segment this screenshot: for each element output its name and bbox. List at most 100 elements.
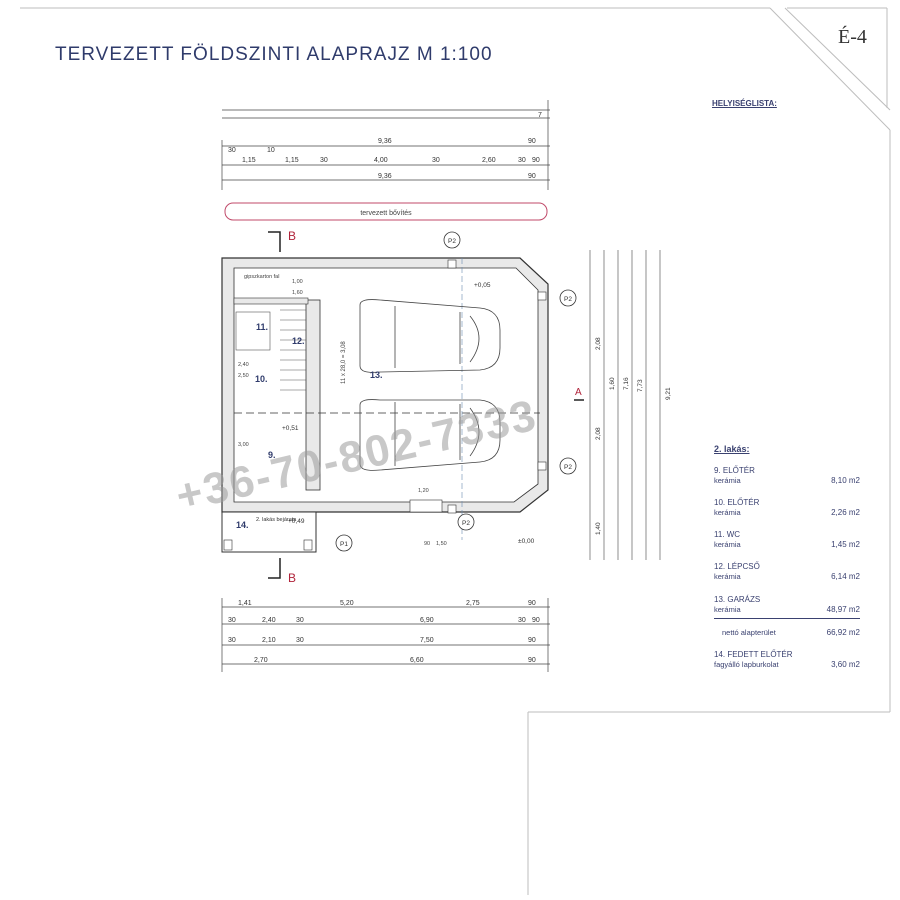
net-area-row: nettó alapterület 66,92 m2 xyxy=(722,628,860,637)
dim-30-d: 30 xyxy=(518,157,526,164)
dim-bottom: 1,41 xyxy=(238,600,252,607)
dim-bottom: 6,90 xyxy=(420,617,434,624)
misc-label: 3,00 xyxy=(238,442,249,448)
misc-label: 1,60 xyxy=(292,290,303,296)
misc-label: 1,20 xyxy=(418,488,429,494)
sheet-number: É-4 xyxy=(838,26,867,48)
room-entry: 11. WC kerámia 1,45 m2 xyxy=(714,530,860,550)
room-number-13: 13. xyxy=(370,370,383,380)
room-number-10: 10. xyxy=(255,374,268,384)
room-area: 2,26 m2 xyxy=(831,508,860,517)
room-floor: kerámia xyxy=(714,540,741,549)
room-numbers: 9. 10. 11. 12. 13. 14. xyxy=(236,322,383,530)
room-entry: 13. GARÁZS kerámia 48,97 m2 xyxy=(714,595,860,615)
sum-divider xyxy=(714,618,860,619)
section-label-top: B xyxy=(288,229,296,243)
dim-9-36-a: 9,36 xyxy=(378,138,392,145)
dim-bottom: 30 xyxy=(228,617,236,624)
room-list-title: HELYISÉGLISTA: xyxy=(712,99,777,108)
extension-bar: tervezett bővítés xyxy=(224,202,548,221)
level-zero: ±0,00 xyxy=(518,538,535,545)
car-outlines xyxy=(359,299,501,471)
side-marker: A xyxy=(575,387,582,398)
room-name: 13. GARÁZS xyxy=(714,595,761,604)
room-floor: kerámia xyxy=(714,508,741,517)
room-area: 8,10 m2 xyxy=(831,476,860,485)
misc-label: 1,00 xyxy=(292,279,303,285)
dim-30-c: 30 xyxy=(432,157,440,164)
dim-1-15-b: 1,15 xyxy=(285,157,299,164)
sheet-border xyxy=(20,7,891,895)
room-area: 48,97 m2 xyxy=(826,605,860,614)
dim-bottom: 5,20 xyxy=(340,600,354,607)
dim-bottom: 2,10 xyxy=(262,637,276,644)
dim-bottom: 6,60 xyxy=(410,657,424,664)
room-entry: 9. ELŐTÉR kerámia 8,10 m2 xyxy=(714,466,860,486)
room-area: 1,45 m2 xyxy=(831,540,860,549)
dim-bottom: 30 xyxy=(518,617,526,624)
post-label: P2 xyxy=(564,464,572,471)
room-floor: kerámia xyxy=(714,476,741,485)
room-floor: fagyálló lapburkolat xyxy=(714,660,779,669)
post-markers xyxy=(335,231,577,552)
room-entry: 10. ELŐTÉR kerámia 2,26 m2 xyxy=(714,498,860,518)
dim-9-36-b: 9,36 xyxy=(378,173,392,180)
right-dimension-texts: 2,08 1,60 2,08 1,40 7,16 7,73 9,21 xyxy=(595,337,672,535)
room-number-9: 9. xyxy=(268,450,276,460)
room-name: 14. FEDETT ELŐTÉR xyxy=(714,650,793,659)
room-number-14: 14. xyxy=(236,520,249,530)
dim-right: 1,40 xyxy=(595,522,602,535)
room-name: 10. ELŐTÉR xyxy=(714,498,760,507)
room-area: 6,14 m2 xyxy=(831,572,860,581)
dim-bottom: 2,70 xyxy=(254,657,268,664)
dim-bottom: 7,50 xyxy=(420,637,434,644)
room-floor: kerámia xyxy=(714,605,741,614)
room-name: 11. WC xyxy=(714,530,741,539)
level-plus-0-51: +0,51 xyxy=(282,425,299,432)
dim-30-a: 30 xyxy=(228,147,236,154)
room-area: 3,60 m2 xyxy=(831,660,860,669)
dim-right: 9,21 xyxy=(665,387,672,400)
misc-label: 1,50 xyxy=(436,541,447,547)
entrance-label: 2. lakás bejárata xyxy=(256,517,297,523)
post-labels: P2 P2 P2 P2 P1 xyxy=(340,238,572,548)
post-label: P2 xyxy=(448,238,456,245)
section-markers xyxy=(268,231,584,579)
net-area-label: nettó alapterület xyxy=(722,628,776,637)
dim-7: 7 xyxy=(538,112,542,119)
dim-90-a: 90 xyxy=(528,138,536,145)
dim-bottom: 90 xyxy=(528,600,536,607)
stair-label: 11 x 28,0 = 3,08 xyxy=(341,341,347,384)
bottom-dimension-texts: 1,41 5,20 2,75 90 30 2,40 30 6,90 30 90 … xyxy=(228,600,540,664)
bottom-dimension-lines xyxy=(221,598,550,672)
building-walls xyxy=(221,257,549,553)
misc-label: 2,50 xyxy=(238,373,249,379)
post-label: P2 xyxy=(462,520,470,527)
section-label-bottom: B xyxy=(288,571,296,585)
room-entry-covered: 14. FEDETT ELŐTÉR fagyálló lapburkolat 3… xyxy=(714,650,860,670)
net-area-value: 66,92 m2 xyxy=(826,628,860,637)
dim-right: 2,08 xyxy=(595,337,602,350)
dim-2-60: 2,60 xyxy=(482,157,496,164)
misc-labels: gipszkarton fal 1,00 1,60 2,40 2,50 3,00… xyxy=(238,274,447,547)
room-name: 9. ELŐTÉR xyxy=(714,466,755,475)
right-dimension-lines xyxy=(589,250,661,560)
level-markers: +0,05 +0,51 +0,49 ±0,00 xyxy=(282,282,535,545)
dim-bottom: 2,40 xyxy=(262,617,276,624)
room-number-11: 11. xyxy=(256,322,268,332)
dim-90-c: 90 xyxy=(528,173,536,180)
level-plus-0-49: +0,49 xyxy=(288,518,305,525)
dim-bottom: 30 xyxy=(296,637,304,644)
extension-label: tervezett bővítés xyxy=(360,210,412,217)
dim-right: 7,73 xyxy=(637,379,644,392)
dim-90-b: 90 xyxy=(532,157,540,164)
dim-bottom: 30 xyxy=(296,617,304,624)
level-plus-0-05: +0,05 xyxy=(474,282,491,289)
unit-title: 2. lakás: xyxy=(714,444,750,454)
dim-30-b: 30 xyxy=(320,157,328,164)
misc-label: 2,40 xyxy=(238,362,249,368)
dim-bottom: 30 xyxy=(228,637,236,644)
dim-right: 7,16 xyxy=(623,377,630,390)
